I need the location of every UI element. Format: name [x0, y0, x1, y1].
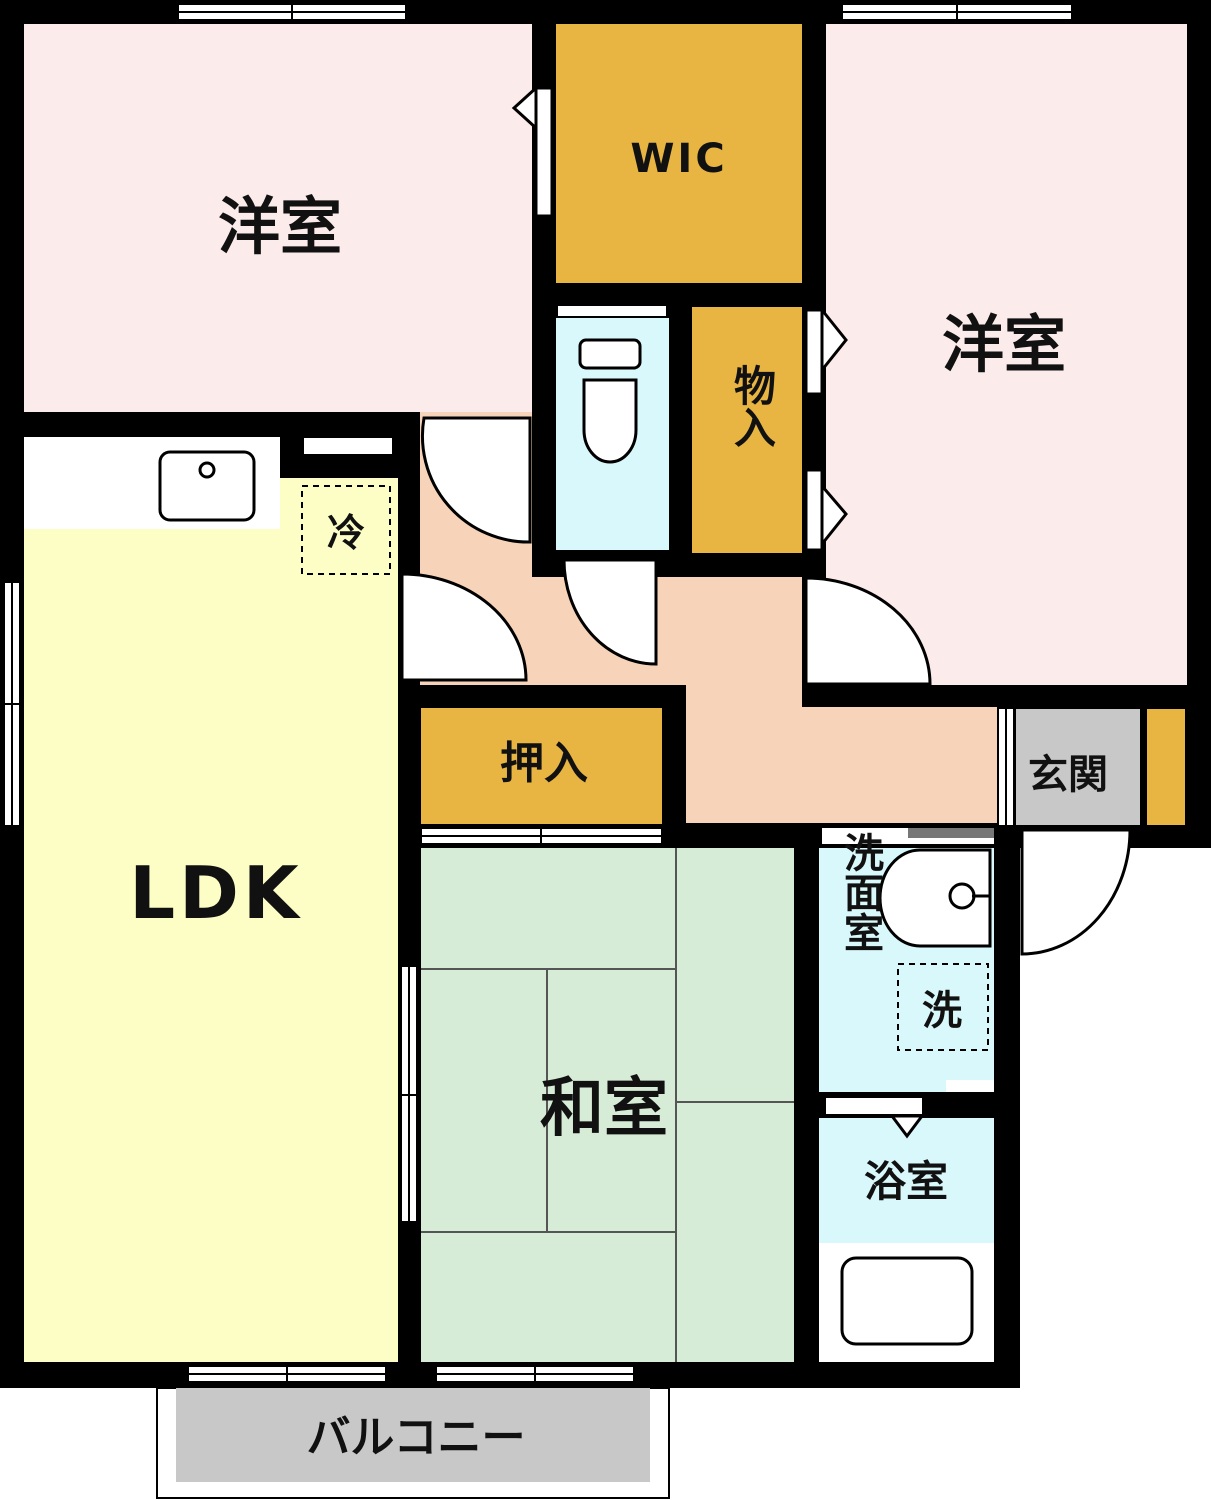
room-fills [24, 24, 1211, 1362]
labels: 洋室 WIC 洋室 物入 冷 LDK 押入 玄関 洗面室 洗 和室 浴室 バルコ… [129, 136, 1108, 1463]
door-toilet [562, 558, 658, 666]
partition-tick [304, 438, 392, 454]
windows [3, 3, 1073, 1383]
door-marker [820, 305, 848, 375]
hallway-floor [420, 412, 997, 823]
wash-basin [878, 848, 992, 948]
label-washer: 洗 [922, 988, 962, 1034]
balcony [156, 1387, 670, 1499]
partition-tick [908, 828, 994, 838]
partition-tick [826, 1098, 922, 1114]
washer-space [897, 963, 989, 1051]
label-oshiire: 押入 [500, 738, 588, 789]
toilet-bowl [582, 378, 638, 464]
label-washroom: 洗面室 [837, 832, 884, 952]
label-storage-mono: 物入 [728, 364, 777, 448]
label-western-room-top-left: 洋室 [218, 190, 342, 263]
label-balcony: バルコニー [306, 1412, 525, 1463]
bathtub [840, 1256, 974, 1346]
oshiire-closet [421, 708, 662, 824]
door-entrance [1020, 828, 1132, 956]
ldk-floor [24, 478, 398, 1362]
balcony-floor [176, 1388, 650, 1482]
door-mono-lower [804, 468, 824, 552]
storage-mono-closet [692, 307, 802, 553]
partition-tick [946, 1080, 994, 1092]
wic-room [556, 24, 802, 283]
kitchen-sink [158, 450, 256, 522]
label-fridge: 冷 [327, 511, 365, 555]
fridge-space [301, 485, 391, 575]
label-ldk: LDK [129, 851, 302, 935]
fixtures [158, 338, 992, 1346]
partitions [304, 306, 1013, 1114]
doors [400, 84, 1132, 1139]
door-western-right [804, 576, 932, 686]
door-marker [820, 481, 848, 549]
shoe-cabinet [1147, 709, 1185, 825]
toilet-tank [578, 338, 642, 370]
western-room-top-left [24, 24, 532, 412]
label-entrance: 玄関 [1028, 752, 1108, 798]
door-wic [534, 86, 554, 218]
label-wic: WIC [630, 136, 727, 182]
label-western-room-right: 洋室 [942, 308, 1066, 381]
door-marker [511, 84, 538, 132]
basin-drain [948, 882, 976, 910]
japanese-room [421, 848, 794, 1362]
sink-drain [198, 461, 216, 479]
label-japanese-room: 和室 [540, 1072, 668, 1146]
door-bath-marker [889, 1114, 925, 1139]
entrance-floor [1016, 709, 1140, 825]
partition-tick [558, 306, 666, 316]
door-ldk [400, 572, 528, 682]
door-mono-upper [804, 308, 824, 396]
western-room-right [826, 24, 1187, 685]
tatami-lines [421, 848, 794, 1362]
label-bathroom: 浴室 [864, 1157, 948, 1206]
door-western-left [420, 416, 532, 544]
